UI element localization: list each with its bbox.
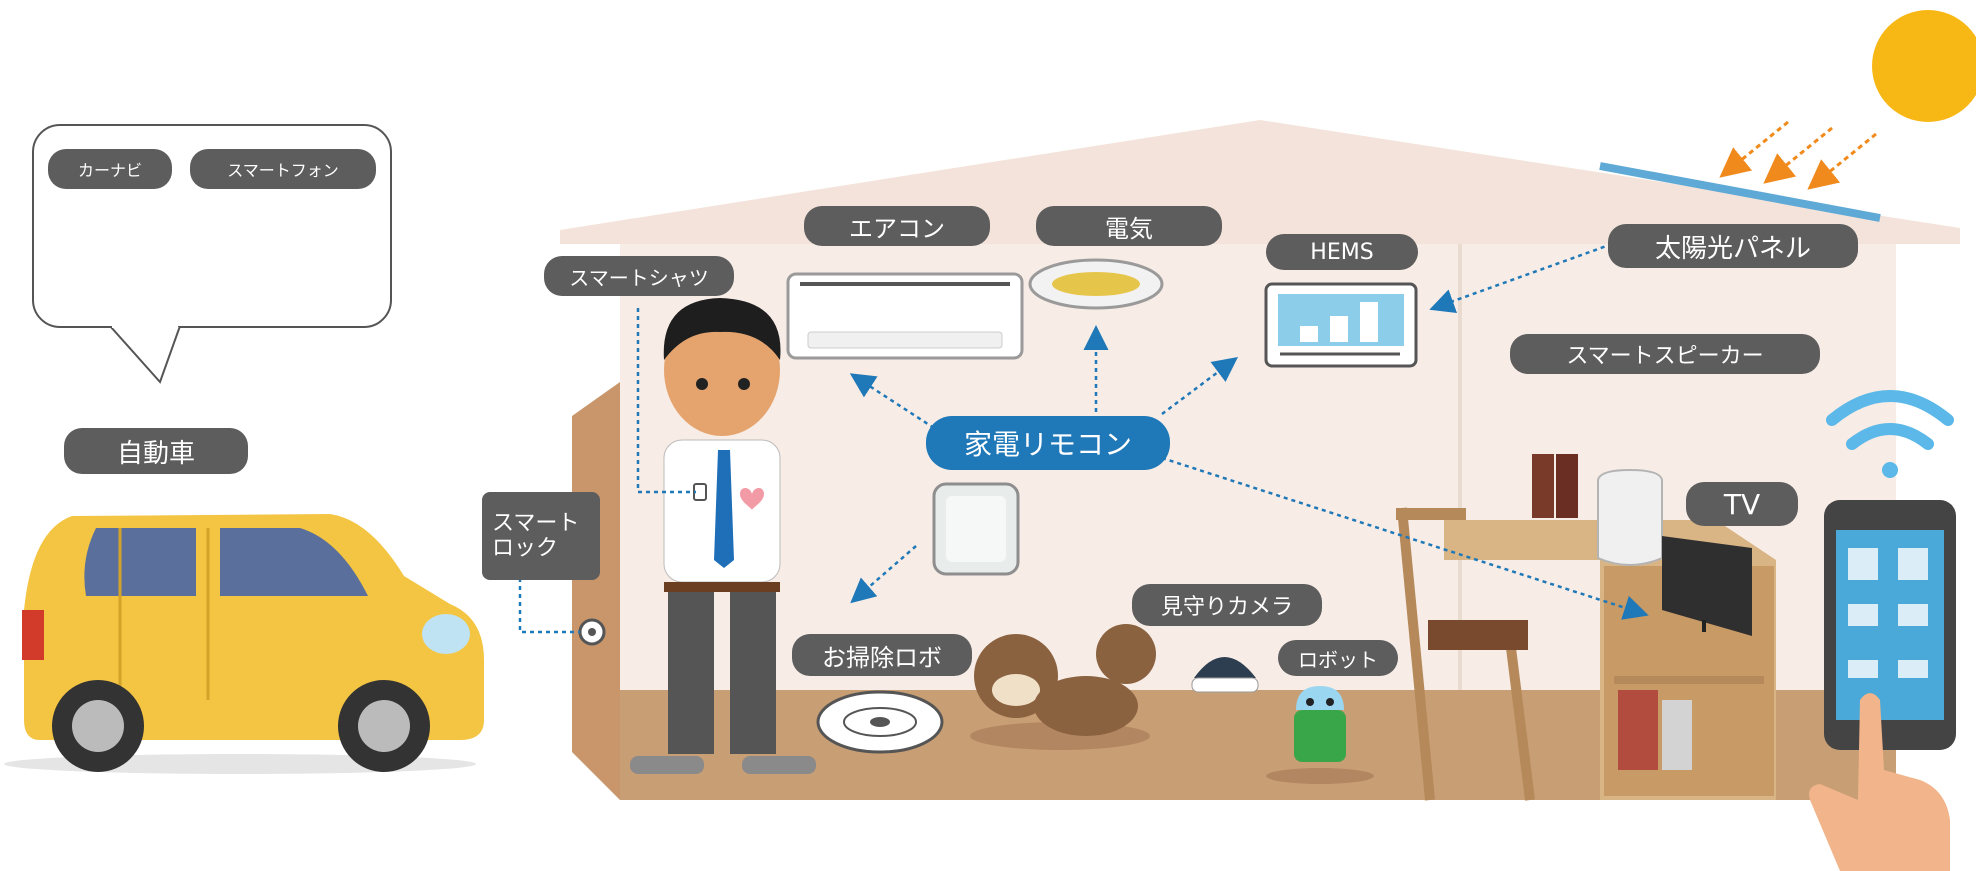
label-smart-lock: スマート ロック <box>482 492 600 580</box>
label-smart-lock-line1: スマート <box>492 510 580 536</box>
connection-arrows <box>518 242 1649 634</box>
remote-control-icon <box>932 482 1020 576</box>
dog-illustration <box>970 624 1156 750</box>
house-side <box>572 382 620 800</box>
label-robot: ロボット <box>1278 640 1398 676</box>
label-electricity: 電気 <box>1036 206 1222 246</box>
person-illustration <box>630 298 816 774</box>
robot-illustration <box>1266 686 1374 784</box>
label-smart-shirt: スマートシャツ <box>544 256 734 296</box>
books-icon <box>1532 454 1578 518</box>
label-watch-camera: 見守りカメラ <box>1132 584 1322 626</box>
bubble-label-smartphone: スマートフォン <box>190 149 376 189</box>
label-cleaning-robot: お掃除ロボ <box>792 634 972 676</box>
security-camera-icon <box>1191 657 1259 693</box>
label-remote: 家電リモコン <box>926 416 1170 470</box>
car-label: 自動車 <box>64 428 248 474</box>
label-hems: HEMS <box>1266 234 1418 270</box>
label-smart-lock-line2: ロック <box>492 536 559 561</box>
hems-monitor-icon <box>1264 282 1418 368</box>
sunlight-rays <box>1719 120 1877 190</box>
bubble-label-car-navigation: カーナビ <box>48 149 172 189</box>
label-aircon: エアコン <box>804 206 990 246</box>
smart-speaker-icon <box>1597 468 1663 566</box>
label-solar-panel: 太陽光パネル <box>1608 224 1858 268</box>
tv-icon <box>1662 536 1752 636</box>
sun-icon <box>1872 10 1976 122</box>
car-illustration <box>4 514 484 774</box>
label-smart-speaker: スマートスピーカー <box>1510 334 1820 374</box>
door-lock-icon <box>578 618 606 646</box>
chair <box>1397 507 1535 801</box>
air-conditioner-icon <box>786 272 1024 360</box>
wifi-icon <box>1826 390 1954 478</box>
bubble-tail <box>110 326 182 384</box>
ceiling-light-icon <box>1028 258 1164 310</box>
label-tv: TV <box>1686 482 1798 526</box>
robot-vacuum-icon <box>816 690 944 754</box>
smartphone-controller-icon <box>1824 500 1956 750</box>
hand-icon <box>1809 693 1950 871</box>
